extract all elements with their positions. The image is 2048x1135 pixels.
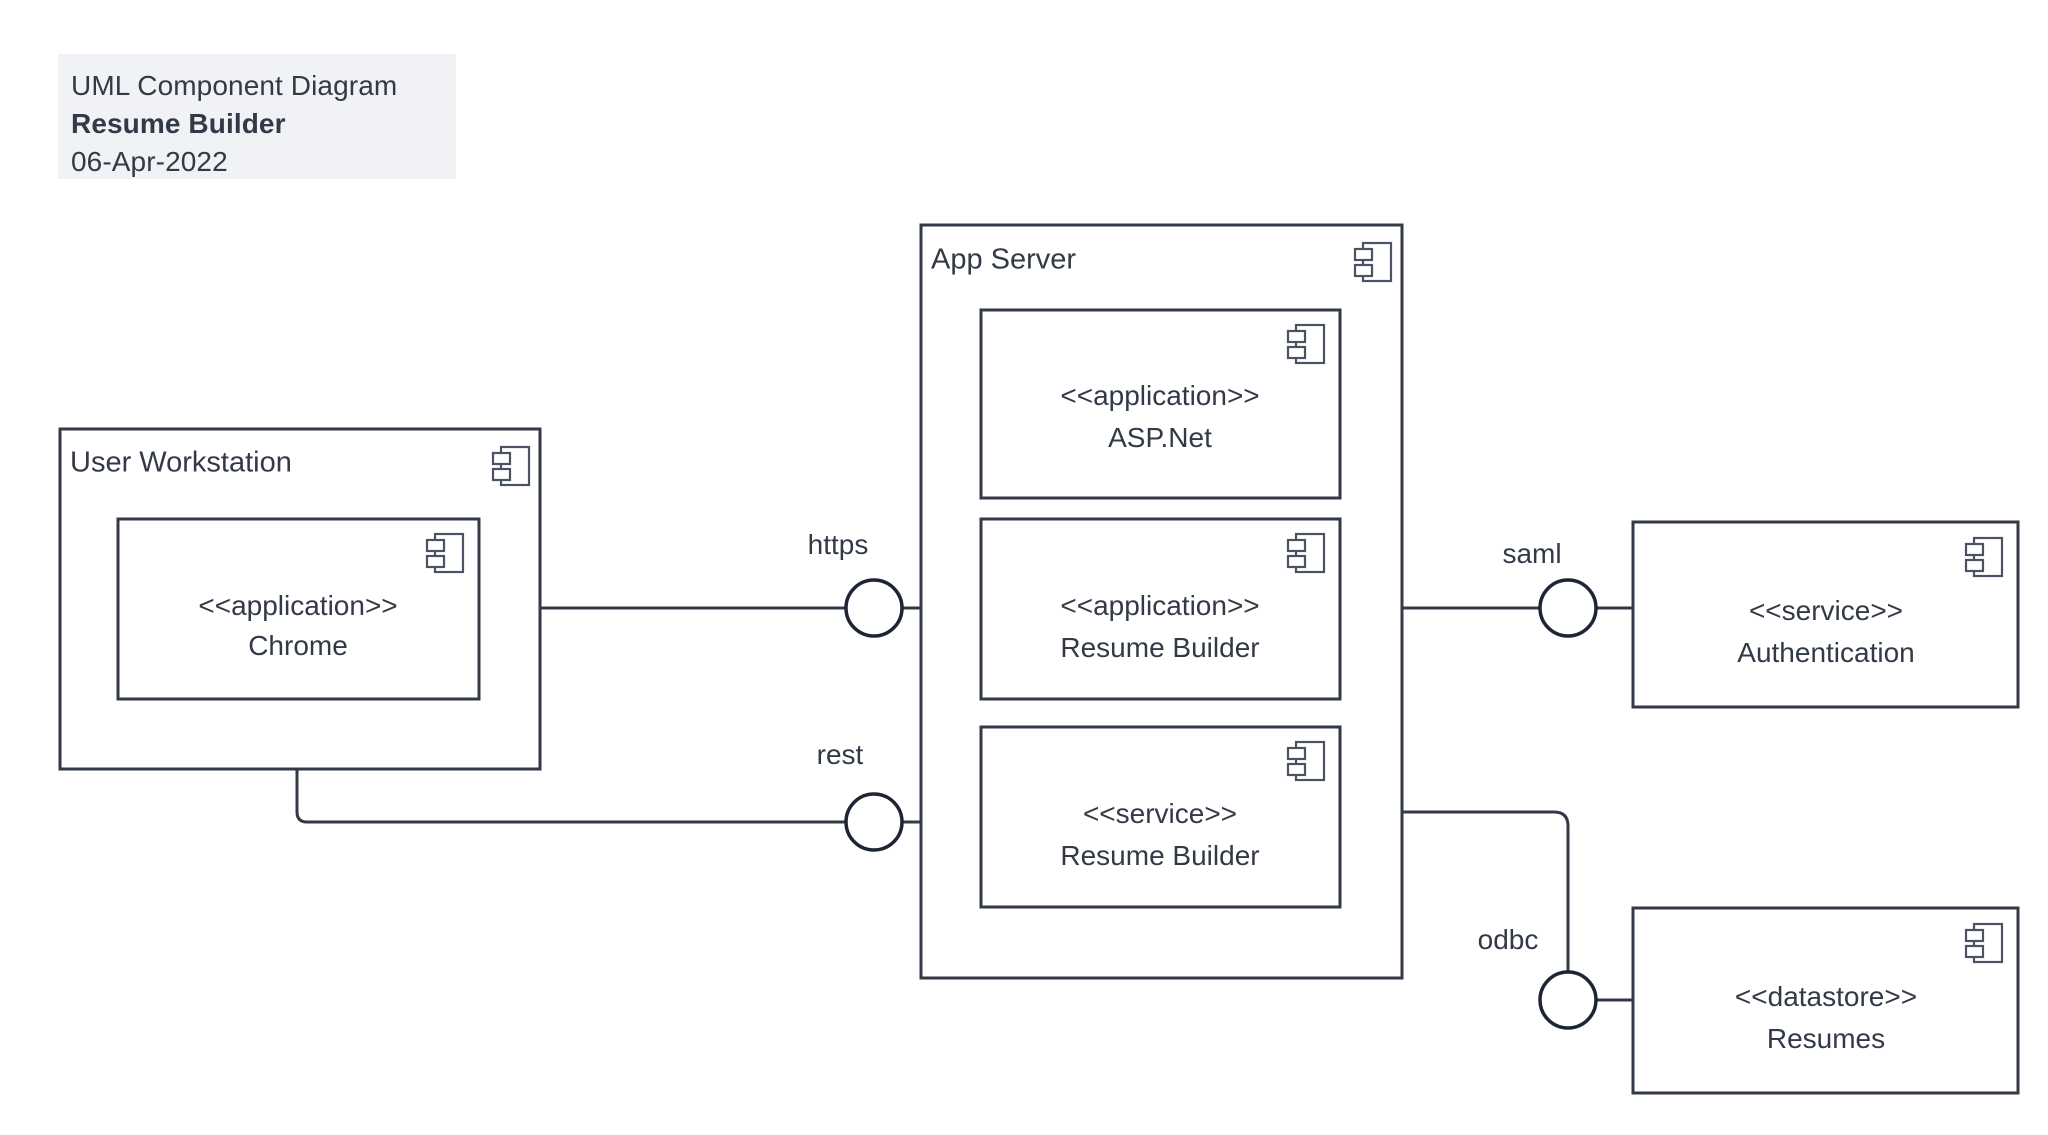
component-aspnet-name: ASP.Net: [1108, 422, 1212, 453]
node-app-server[interactable]: App Server <<application>> ASP.Net <<app: [919, 223, 1404, 980]
component-aspnet[interactable]: <<application>> ASP.Net: [979, 308, 1342, 500]
edge-rest-left: [295, 698, 846, 824]
diagram-kind-label: UML Component Diagram: [71, 70, 398, 101]
node-user-workstation-label: User Workstation: [70, 447, 292, 479]
component-resume-builder-service-name: Resume Builder: [1060, 840, 1259, 871]
component-resume-builder-app-box: [979, 517, 1342, 701]
interface-saml[interactable]: saml: [1502, 538, 1598, 638]
interface-https-label: https: [808, 529, 869, 560]
interface-https[interactable]: https: [808, 529, 904, 638]
diagram-date-label: 06-Apr-2022: [71, 146, 228, 177]
component-chrome[interactable]: <<application>> Chrome: [116, 517, 481, 701]
interface-saml-ball: [1538, 578, 1598, 638]
interface-rest-label: rest: [817, 739, 864, 770]
component-resume-builder-service[interactable]: <<service>> Resume Builder: [979, 725, 1342, 909]
edge-odbc-left: [1340, 810, 1570, 971]
component-aspnet-stereotype: <<application>>: [1060, 380, 1259, 411]
component-resume-builder-app-name: Resume Builder: [1060, 632, 1259, 663]
component-resumes-name: Resumes: [1767, 1023, 1885, 1054]
interface-https-ball: [844, 578, 904, 638]
component-chrome-stereotype: <<application>>: [198, 590, 397, 621]
component-resume-builder-service-box: [979, 725, 1342, 909]
interface-odbc-label: odbc: [1478, 924, 1539, 955]
component-authentication-stereotype: <<service>>: [1749, 595, 1903, 626]
component-authentication-box: [1631, 520, 2020, 709]
component-resume-builder-app-stereotype: <<application>>: [1060, 590, 1259, 621]
component-resumes-stereotype: <<datastore>>: [1735, 981, 1917, 1012]
component-resumes-box: [1631, 906, 2020, 1095]
component-resumes[interactable]: <<datastore>> Resumes: [1631, 906, 2020, 1095]
diagram-name-label: Resume Builder: [71, 108, 286, 139]
interface-rest-ball: [844, 792, 904, 852]
node-user-workstation[interactable]: User Workstation <<application>> Chrome: [58, 427, 542, 771]
node-app-server-label: App Server: [931, 244, 1076, 276]
title-block: UML Component Diagram Resume Builder 06-…: [58, 54, 456, 179]
interface-odbc-ball: [1538, 970, 1598, 1030]
component-chrome-box: [116, 517, 481, 701]
interface-rest[interactable]: rest: [817, 739, 904, 852]
component-resume-builder-app[interactable]: <<application>> Resume Builder: [979, 517, 1342, 701]
component-chrome-name: Chrome: [248, 630, 348, 661]
interface-saml-label: saml: [1502, 538, 1561, 569]
component-resume-builder-service-stereotype: <<service>>: [1083, 798, 1237, 829]
component-authentication-name: Authentication: [1737, 637, 1914, 668]
component-aspnet-box: [979, 308, 1342, 500]
component-authentication[interactable]: <<service>> Authentication: [1631, 520, 2020, 709]
interface-odbc[interactable]: odbc: [1478, 924, 1598, 1030]
